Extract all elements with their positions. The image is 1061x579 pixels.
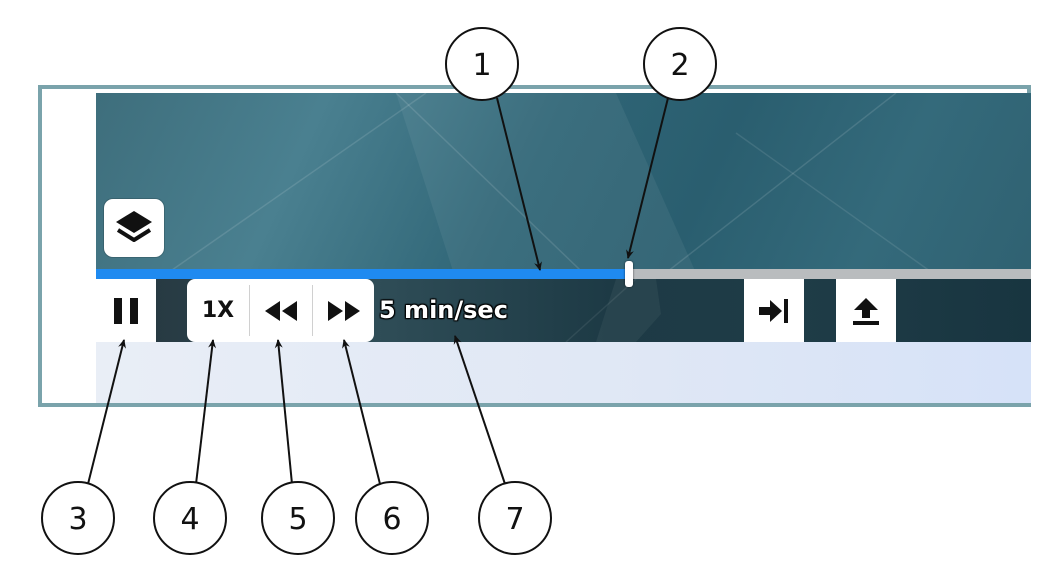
controls-lines bbox=[565, 279, 661, 342]
export-button[interactable] bbox=[836, 279, 896, 342]
pause-icon bbox=[114, 297, 138, 324]
timeline-strip bbox=[96, 342, 1031, 403]
speed-label: 1X bbox=[201, 298, 235, 323]
rewind-button[interactable] bbox=[250, 279, 312, 342]
layers-icon bbox=[116, 211, 152, 242]
time-slider-handle[interactable] bbox=[624, 261, 633, 287]
callout-4: 4 bbox=[153, 339, 227, 555]
callout-number: 4 bbox=[180, 502, 199, 537]
jump-to-end-button[interactable] bbox=[744, 279, 804, 342]
time-slider-progress bbox=[96, 269, 629, 279]
jump-to-end-icon bbox=[759, 298, 788, 323]
callout-number: 6 bbox=[382, 502, 401, 537]
callout-7: 7 bbox=[453, 335, 552, 555]
callout-number: 7 bbox=[505, 502, 524, 537]
map-window: 1X 5 min/sec bbox=[38, 85, 1031, 407]
callout-number: 1 bbox=[472, 48, 491, 83]
callout-number: 3 bbox=[68, 502, 87, 537]
layers-button[interactable] bbox=[104, 199, 164, 257]
divider bbox=[249, 285, 250, 336]
callout-6: 6 bbox=[342, 339, 429, 555]
callout-number: 2 bbox=[670, 48, 689, 83]
upload-icon bbox=[853, 297, 879, 325]
speed-controls: 1X bbox=[187, 279, 374, 342]
playback-controls: 1X 5 min/sec bbox=[96, 279, 1031, 342]
fast-forward-icon bbox=[327, 300, 360, 321]
time-slider[interactable] bbox=[96, 261, 1031, 287]
callout-2: 2 bbox=[626, 27, 717, 259]
playback-rate-label: 5 min/sec bbox=[379, 296, 508, 324]
divider bbox=[312, 285, 313, 336]
callout-5: 5 bbox=[261, 339, 335, 555]
callout-3: 3 bbox=[41, 339, 126, 555]
callout-number: 5 bbox=[288, 502, 307, 537]
rewind-icon bbox=[265, 300, 297, 321]
fast-forward-button[interactable] bbox=[313, 279, 374, 342]
speed-button[interactable]: 1X bbox=[187, 279, 249, 342]
callout-1: 1 bbox=[445, 27, 542, 271]
pause-button[interactable] bbox=[96, 279, 156, 342]
